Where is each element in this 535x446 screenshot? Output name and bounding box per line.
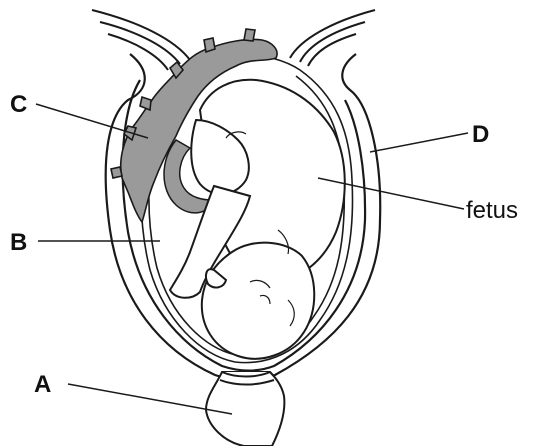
label-b: B [10, 229, 27, 256]
leader-line-c [36, 104, 148, 138]
leader-line-d [370, 133, 468, 152]
label-fetus: fetus [466, 197, 518, 224]
fetus-body [170, 80, 345, 359]
cervix-vagina [206, 372, 284, 446]
label-d: D [472, 121, 489, 148]
label-c: C [10, 91, 27, 118]
label-a: A [34, 371, 51, 398]
